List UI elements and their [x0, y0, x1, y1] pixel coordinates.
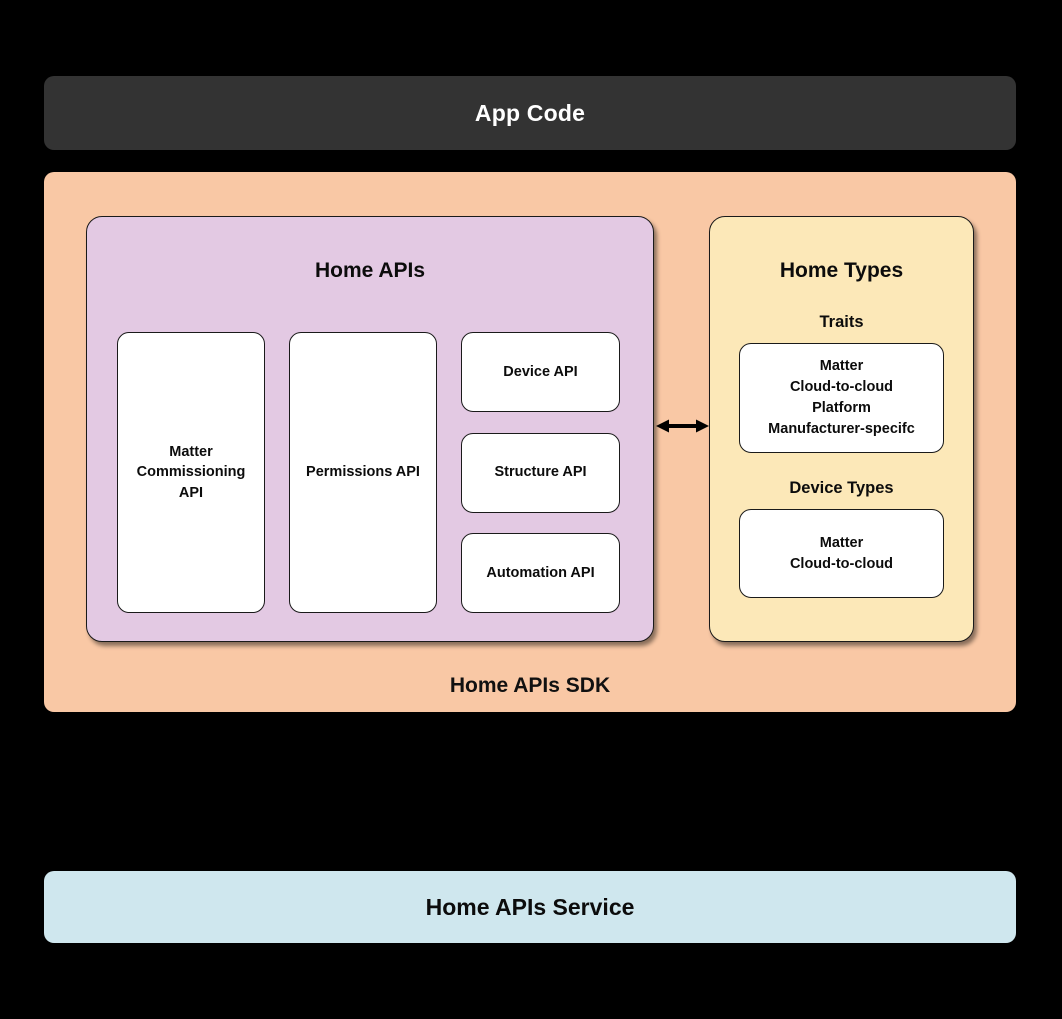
- home-apis-sdk-container: Home APIs Matter Commissioning API Permi…: [44, 172, 1016, 712]
- text-line: Commissioning: [136, 464, 246, 481]
- bidirectional-arrow-icon: [656, 415, 709, 437]
- home-apis-service-label: Home APIs Service: [425, 893, 635, 920]
- text-line: Matter: [819, 358, 864, 375]
- home-apis-panel: Home APIs Matter Commissioning API Permi…: [86, 216, 654, 642]
- text-line: Cloud-to-cloud: [789, 379, 894, 396]
- card-permissions-api: Permissions API: [289, 332, 437, 613]
- card-automation-api-label: Automation API: [486, 564, 595, 581]
- home-types-panel: Home Types Traits Matter Cloud-to-cloud …: [709, 216, 974, 642]
- home-apis-service-block: Home APIs Service: [44, 871, 1016, 943]
- home-types-title: Home Types: [779, 259, 904, 282]
- card-structure-api-label: Structure API: [494, 464, 587, 481]
- card-device-api-label: Device API: [503, 363, 578, 380]
- home-apis-sdk-label: Home APIs SDK: [449, 674, 611, 697]
- card-traits: Matter Cloud-to-cloud Platform Manufactu…: [739, 343, 944, 453]
- app-code-label: App Code: [474, 99, 586, 126]
- card-permissions-api-label: Permissions API: [306, 464, 420, 481]
- text-line: Matter: [169, 443, 213, 460]
- card-automation-api: Automation API: [461, 533, 620, 613]
- text-line: API: [178, 484, 204, 501]
- traits-heading: Traits: [819, 313, 864, 331]
- text-line: Matter: [819, 534, 864, 551]
- card-matter-commissioning-api: Matter Commissioning API: [117, 332, 265, 613]
- card-matter-commissioning-api-label: Matter Commissioning API: [137, 442, 246, 504]
- app-code-block: App Code: [44, 76, 1016, 150]
- text-line: Manufacturer-specifc: [768, 420, 915, 437]
- home-apis-cards-row: Matter Commissioning API Permissions API…: [117, 332, 623, 613]
- card-device-api: Device API: [461, 332, 620, 412]
- text-line: Platform: [812, 400, 871, 416]
- card-device-types-label: Matter Cloud-to-cloud: [790, 533, 893, 575]
- card-device-types: Matter Cloud-to-cloud: [739, 509, 944, 598]
- device-types-heading: Device Types: [789, 479, 894, 497]
- home-apis-stacked-cards: Device API Structure API Automation API: [461, 332, 620, 613]
- card-structure-api: Structure API: [461, 432, 620, 513]
- card-traits-label: Matter Cloud-to-cloud Platform Manufactu…: [768, 356, 915, 440]
- text-line: Cloud-to-cloud: [789, 555, 894, 572]
- home-apis-title: Home APIs: [314, 259, 426, 282]
